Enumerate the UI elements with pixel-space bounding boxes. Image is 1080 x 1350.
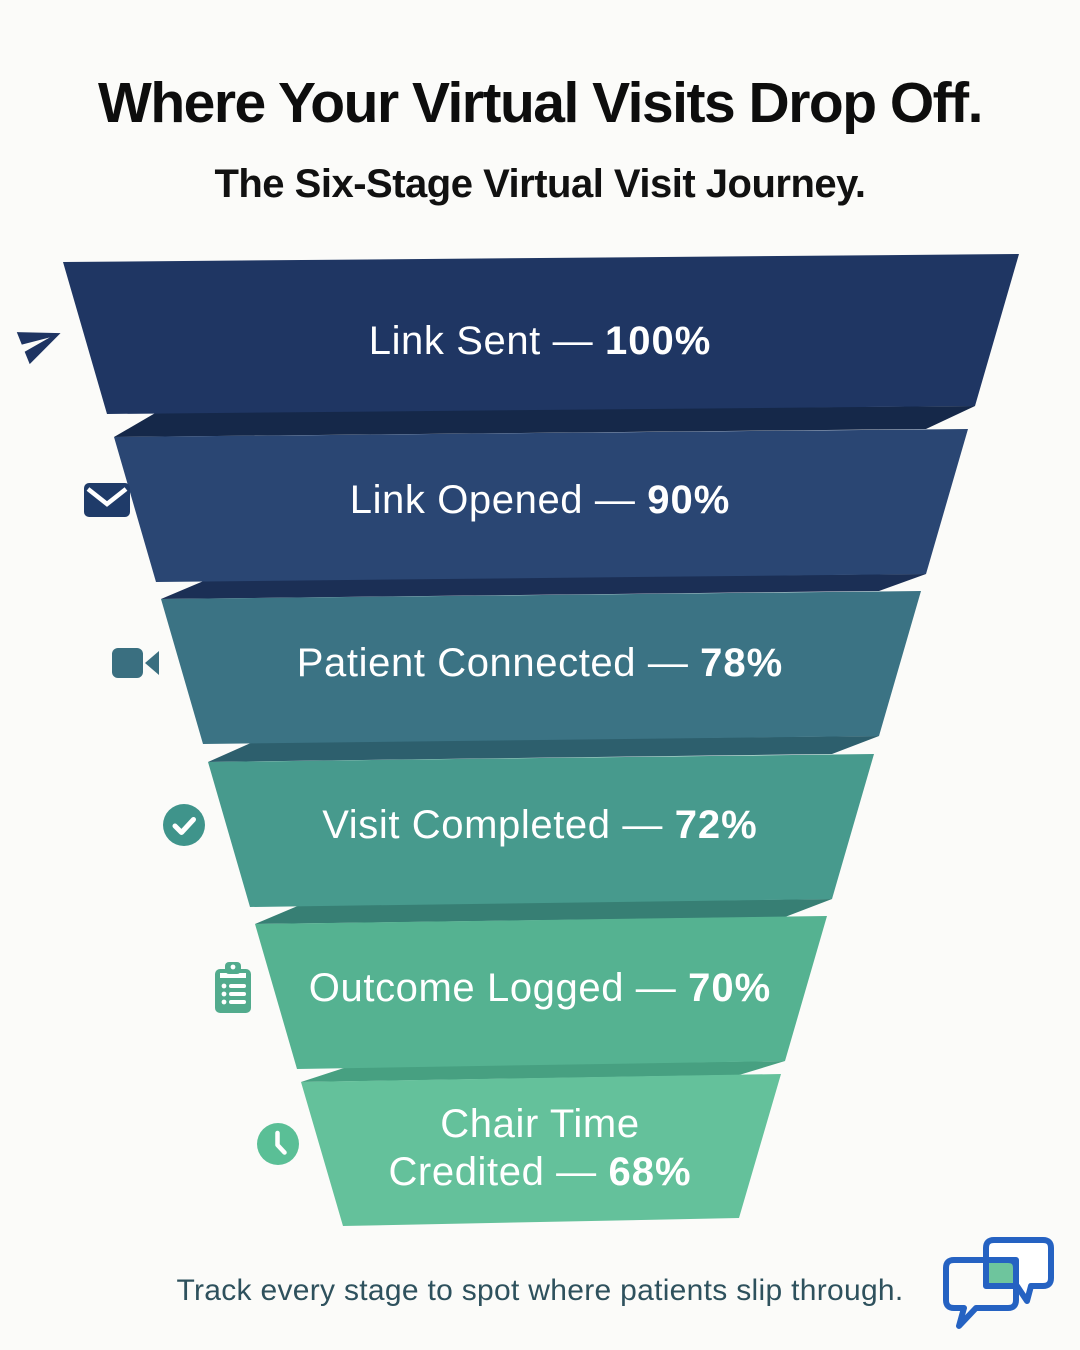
check-circle-icon bbox=[163, 804, 205, 846]
stage-6-name-line1: Chair Time bbox=[440, 1102, 640, 1146]
funnel-fold-4-5 bbox=[255, 899, 832, 924]
stage-1-name: Link Sent bbox=[368, 319, 541, 363]
stage-label-5: Outcome Logged — 70% bbox=[0, 964, 1080, 1012]
clock-icon bbox=[257, 1123, 299, 1165]
stage-5-name: Outcome Logged bbox=[308, 966, 625, 1010]
stage-3-value: 78% bbox=[700, 641, 784, 685]
footer-caption: Track every stage to spot where patients… bbox=[176, 1274, 904, 1307]
stage-6-separator: — bbox=[556, 1150, 597, 1194]
funnel-stage-2-shape bbox=[114, 429, 968, 582]
chat-bubbles-logo-icon bbox=[943, 1237, 1054, 1329]
stage-2-separator: — bbox=[594, 478, 636, 522]
video-camera-icon bbox=[112, 648, 159, 678]
stage-2-name: Link Opened bbox=[349, 478, 584, 522]
stage-5-value: 70% bbox=[688, 966, 772, 1010]
stage-4-name: Visit Completed bbox=[322, 803, 611, 847]
funnel-stage-6-shape bbox=[301, 1074, 781, 1226]
stage-1-value: 100% bbox=[604, 319, 712, 363]
stage-label-2: Link Opened — 90% bbox=[0, 476, 1080, 524]
paper-plane-icon bbox=[16, 332, 61, 365]
stage-6-name-line2: Credited bbox=[388, 1150, 545, 1194]
stage-4-value: 72% bbox=[674, 803, 758, 847]
funnel-fold-2-3 bbox=[161, 574, 926, 599]
funnel-stage-4-shape bbox=[208, 754, 874, 907]
funnel-stage-5-shape bbox=[255, 916, 827, 1069]
page-title: Where Your Virtual Visits Drop Off. bbox=[98, 71, 983, 135]
stage-3-name: Patient Connected bbox=[296, 641, 637, 685]
funnel-stage-1-shape bbox=[63, 254, 1019, 414]
page-subtitle: The Six-Stage Virtual Visit Journey. bbox=[214, 162, 866, 206]
funnel-fold-1-2 bbox=[114, 406, 975, 437]
stage-4-separator: — bbox=[622, 803, 663, 847]
funnel-stage-3-shape bbox=[161, 591, 921, 744]
funnel-fold-3-4 bbox=[208, 736, 879, 762]
stage-3-separator: — bbox=[647, 641, 689, 685]
stage-2-value: 90% bbox=[647, 478, 731, 522]
stage-label-6: Chair Time Credited — 68% bbox=[0, 1100, 1080, 1196]
clipboard-icon bbox=[215, 962, 251, 1013]
stage-5-separator: — bbox=[635, 966, 677, 1010]
envelope-icon bbox=[84, 483, 130, 517]
stage-6-value: 68% bbox=[608, 1150, 692, 1194]
stage-label-3: Patient Connected — 78% bbox=[0, 639, 1080, 687]
stage-label-1: Link Sent — 100% bbox=[0, 317, 1080, 365]
stage-label-4: Visit Completed — 72% bbox=[0, 801, 1080, 849]
stage-1-separator: — bbox=[552, 319, 594, 363]
